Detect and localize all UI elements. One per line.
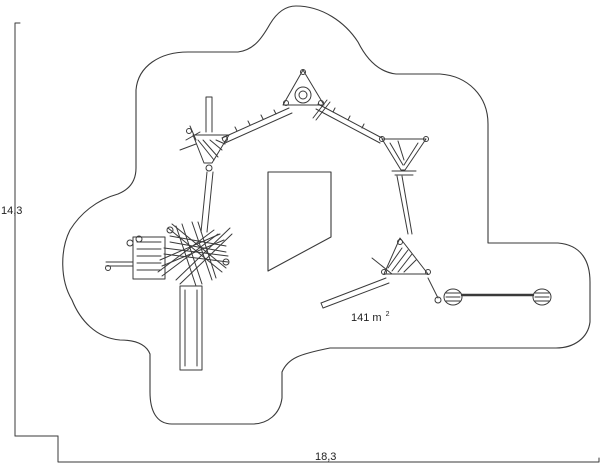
walkways: [200, 103, 442, 309]
height-dimension-label: 14,3: [1, 205, 23, 217]
left-tower: [179, 96, 230, 172]
safety-zone-outline: [62, 5, 591, 425]
central-panel: [267, 171, 332, 272]
left-play-structure: [105, 221, 233, 371]
area-unit-superscript: 2: [385, 311, 390, 318]
cable-swing: [443, 288, 552, 306]
width-dimension-label: 18,3: [315, 451, 337, 463]
dimension-lines: [14, 22, 600, 463]
area-value: 141 m: [351, 312, 382, 324]
lower-right-tower: [371, 237, 431, 275]
right-tower: [379, 136, 429, 176]
